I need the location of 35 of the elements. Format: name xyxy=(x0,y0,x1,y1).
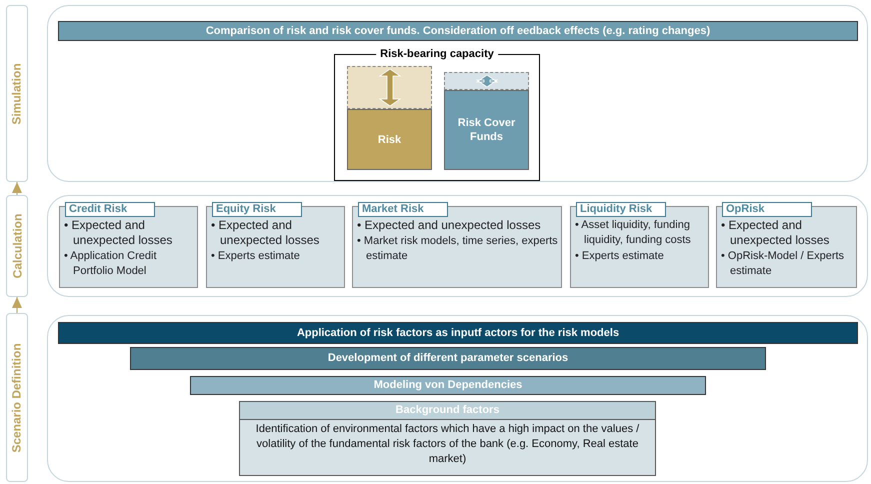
banner-bar: Application of risk factors as inputf actors for the risk models xyxy=(58,322,858,344)
value-bar: Risk Cover Funds xyxy=(444,90,529,170)
bullet-text: • Expected and unexpected losses xyxy=(64,218,174,248)
factor-box xyxy=(239,401,656,476)
bullet-text: • Expected and unexpected losses xyxy=(211,218,320,248)
stage-label-box: Calculation xyxy=(6,195,28,297)
bullet-text: • Experts estimate xyxy=(575,249,665,264)
description-text: Identification of environmental factors which have a high impact on the values / volatility of the fundamental risk factors of the bank (e.g. Economy, Real estate market) xyxy=(254,422,640,467)
stage-panel xyxy=(47,315,868,482)
risk-title: Equity Risk xyxy=(212,202,302,217)
stage-panel xyxy=(47,5,868,182)
value-bar: Risk xyxy=(347,109,432,170)
stage-label-box: Simulation xyxy=(6,5,28,182)
stacked-column xyxy=(347,66,432,170)
risk-title: Liquidity Risk xyxy=(576,202,666,217)
bullet-text: • Expected and unexpected losses xyxy=(721,218,830,248)
risk-title: OpRisk xyxy=(722,202,812,217)
bullet-text: • OpRisk-Model / Experts estimate xyxy=(721,249,846,279)
up-arrow xyxy=(12,296,22,314)
bullet-text: • Experts estimate xyxy=(211,249,301,264)
box-header: Background factors xyxy=(240,402,655,420)
frame-title: Risk-bearing capacity xyxy=(376,47,498,61)
stage-panel xyxy=(47,195,868,297)
up-arrow xyxy=(12,182,22,196)
stage-label-box: Scenario Definition xyxy=(6,313,28,482)
bullet-text: • Asset liquidity, funding liquidity, funding costs xyxy=(575,218,692,248)
bullet-text: • Market risk models, time series, experts estimate xyxy=(357,234,559,264)
banner-bar: Modeling von Dependencies xyxy=(190,376,706,395)
risk-title: Market Risk xyxy=(358,202,448,217)
risk-title: Credit Risk xyxy=(65,202,155,217)
banner-bar: Comparison of risk and risk cover funds. Consideration off eedback effects (e.g. rating changes) xyxy=(58,21,858,41)
bullet-text: • Application Credit Portfolio Model xyxy=(64,249,158,279)
bullet-text: • Expected and unexpected losses xyxy=(357,218,542,233)
banner-bar: Development of different parameter scenarios xyxy=(130,347,766,370)
stacked-column xyxy=(444,72,529,170)
